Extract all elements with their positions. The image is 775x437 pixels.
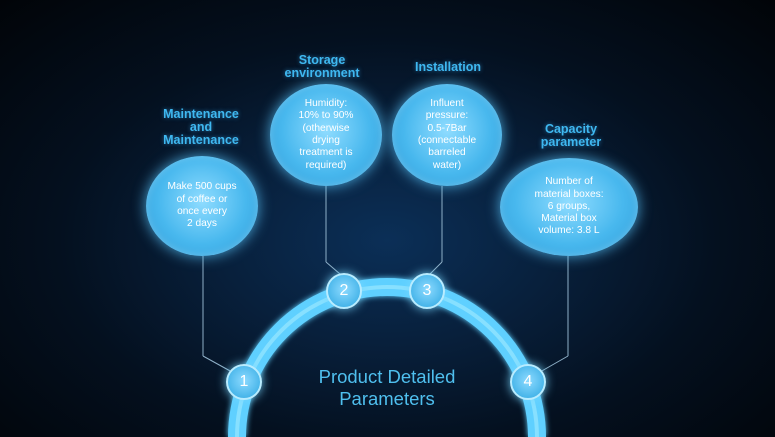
- item-2-heading: Storage environment: [284, 53, 360, 80]
- main-arc: [228, 278, 546, 437]
- connector-line-2b: [325, 261, 341, 275]
- item-2-text: Humidity: 10% to 90% (otherwise drying t…: [298, 98, 354, 171]
- item-2-bubble: Humidity: 10% to 90% (otherwise drying t…: [270, 84, 382, 186]
- item-1-text: Make 500 cups of coffee or once every 2 …: [167, 181, 237, 230]
- main-arc-highlight: [235, 285, 539, 437]
- item-4-text: Number of material boxes: 6 groups, Mate…: [534, 176, 604, 237]
- connector-line-3b: [429, 261, 443, 275]
- item-3-bubble: Influent pressure: 0.5-7Bar (connectable…: [392, 84, 502, 186]
- node-4: 4: [510, 364, 546, 400]
- item-1-bubble: Make 500 cups of coffee or once every 2 …: [146, 156, 258, 256]
- node-2: 2: [326, 273, 362, 309]
- connector-line-4b: [539, 355, 569, 373]
- connector-line-1b: [202, 355, 233, 373]
- center-title: Product Detailed Parameters: [318, 366, 456, 409]
- node-1: 1: [226, 364, 262, 400]
- item-1-heading: Maintenance and Maintenance: [163, 107, 239, 147]
- node-3: 3: [409, 273, 445, 309]
- item-4-heading: Capacity parameter: [540, 122, 602, 149]
- item-3-heading: Installation: [415, 60, 481, 74]
- item-4-bubble: Number of material boxes: 6 groups, Mate…: [500, 158, 638, 256]
- item-3-text: Influent pressure: 0.5-7Bar (connectable…: [417, 98, 477, 171]
